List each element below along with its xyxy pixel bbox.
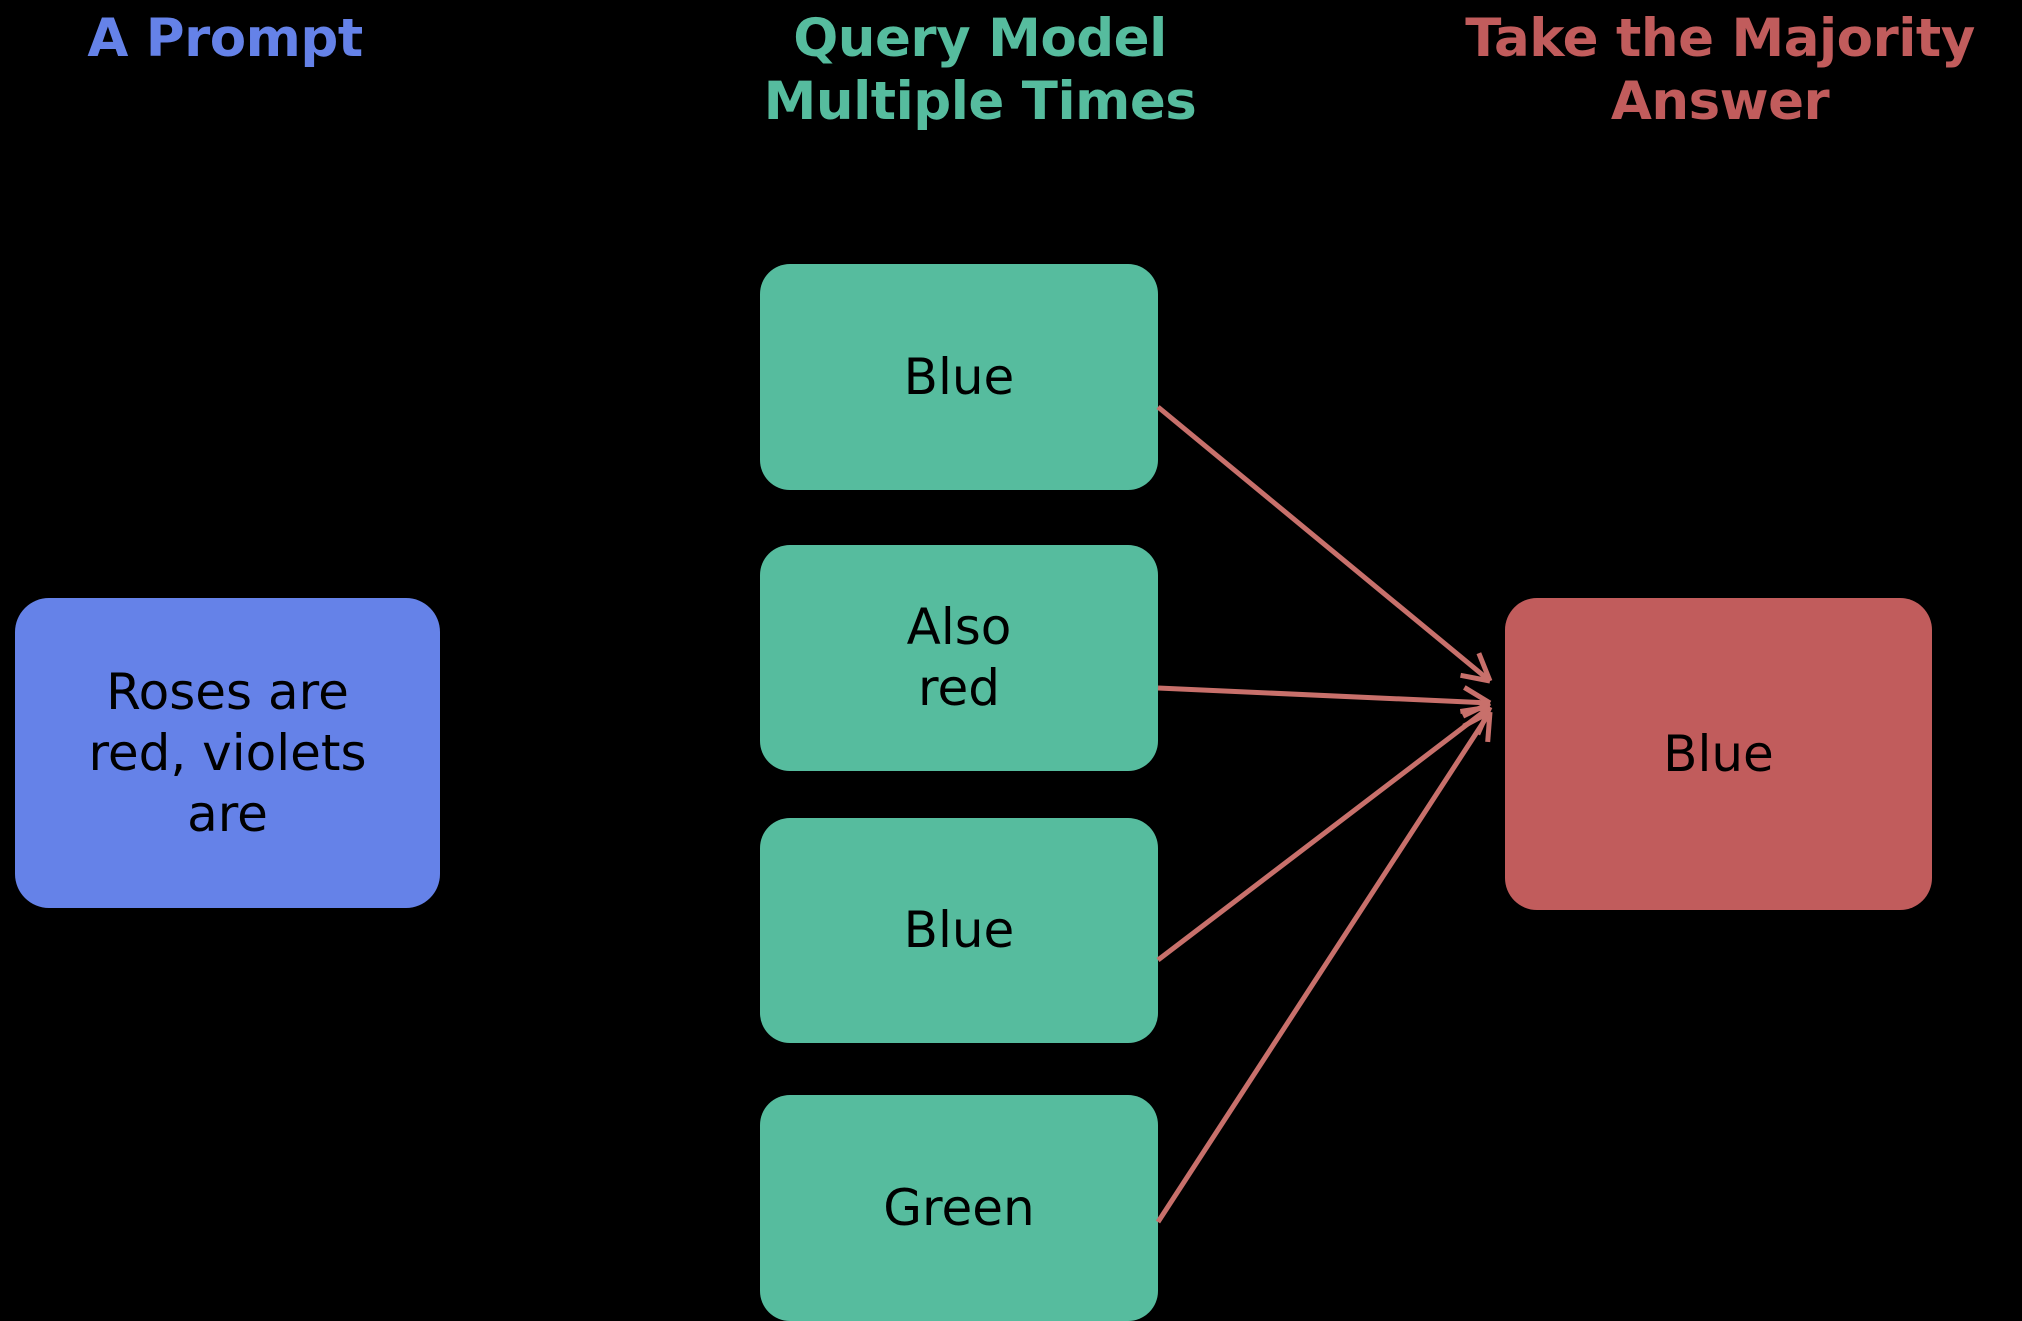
arrow-line — [1157, 685, 1491, 706]
arrow-head — [1461, 700, 1492, 719]
sample-box-3: Blue — [760, 818, 1158, 1043]
prompt-box: Roses are red, violets are — [15, 598, 440, 908]
arrow-head — [1459, 704, 1491, 714]
arrow-line — [1155, 710, 1493, 1224]
sample-box-2: Also red — [760, 545, 1158, 771]
column-heading-majority-answer: Take the Majority Answer — [1465, 8, 1975, 132]
sample-box-4: Green — [760, 1095, 1158, 1321]
arrow-line — [1156, 705, 1492, 962]
column-heading-query-model: Query Model Multiple Times — [763, 8, 1197, 132]
arrow-head — [1485, 711, 1493, 743]
arrow-head — [1475, 705, 1493, 736]
answer-box: Blue — [1505, 598, 1932, 910]
sample-box-1: Blue — [760, 264, 1158, 490]
arrow-head — [1462, 709, 1492, 729]
arrow-line — [1156, 405, 1492, 683]
column-heading-prompt: A Prompt — [87, 8, 363, 69]
arrow-head — [1476, 652, 1493, 682]
arrow-head — [1460, 672, 1491, 684]
arrow-head — [1463, 685, 1492, 706]
